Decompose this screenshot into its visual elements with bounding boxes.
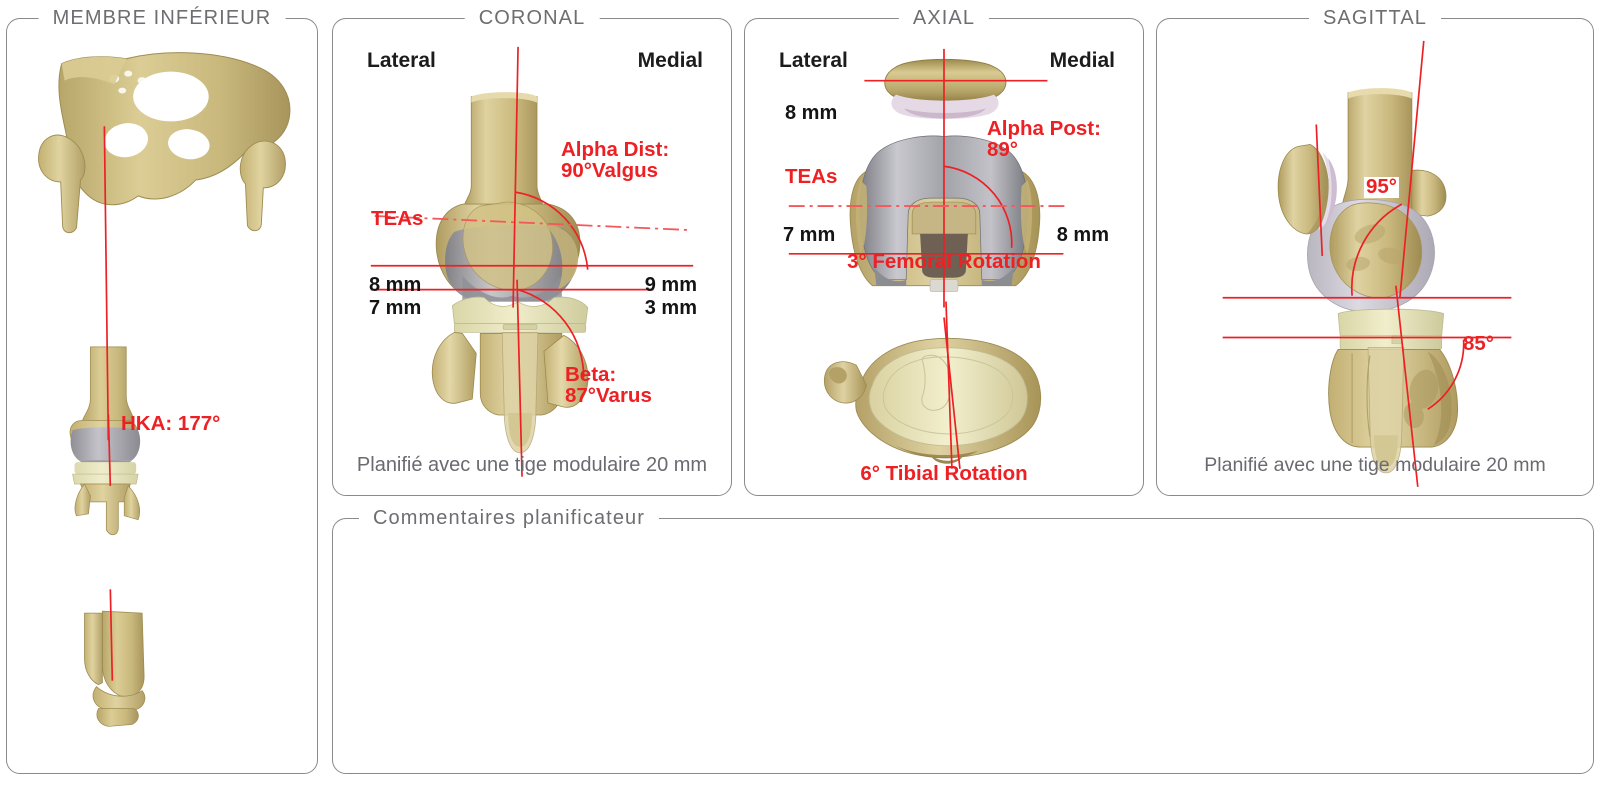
axial-alpha-post-line2: 89° [987,137,1019,161]
sagittal-caption: Planifié avec une tige modulaire 20 mm [1204,454,1546,476]
panel-sagittal-title: SAGITTAL [1308,7,1442,30]
coronal-alpha-arc [514,191,589,270]
panel-lower-limb-title: MEMBRE INFÉRIEUR [38,7,286,30]
axial-femoral-rotation-annotation: 3° Femoral Rotation [847,250,1041,273]
coronal-medial-label: Medial [637,49,703,72]
ankle-bone [84,610,146,727]
panel-axial: AXIAL Lateral Medial [744,7,1144,496]
coronal-mechanical-axis-tibia [516,279,523,477]
coronal-tibia-medial-resection: 3 mm [644,297,697,319]
coronal-alpha-dist-annotation: Alpha Dist: 90°Valgus [561,138,670,182]
mechanical-axis-lower [109,589,114,681]
knee-implant-limb [69,346,141,536]
panel-lower-limb: MEMBRE INFÉRIEUR [6,7,318,774]
panel-planner-comments[interactable]: Commentaires planificateur [332,507,1594,774]
axial-tibial-axis-a [945,301,953,469]
coronal-lateral-label: Lateral [367,49,436,72]
coronal-teas-label: TEAs [371,207,424,230]
coronal-alpha-dist-line2: 90°Valgus [561,158,659,182]
axial-posterior-lateral-resection: 7 mm [783,224,836,246]
axial-medial-label: Medial [1049,49,1115,72]
coronal-tibia-lateral-resection: 7 mm [369,297,422,319]
panel-axial-title: AXIAL [898,7,990,30]
mechanical-axis-upper [103,126,110,441]
coronal-femur-medial-resection: 9 mm [644,274,697,296]
mechanical-axis-knee [107,414,112,486]
axial-alpha-post-arc [943,165,1013,248]
axial-lateral-label: Lateral [779,49,848,72]
coronal-femur-lateral-resection: 8 mm [369,274,422,296]
axial-teas-label: TEAs [785,165,838,188]
coronal-beta-line1: Beta: [565,363,617,386]
panel-sagittal: SAGITTAL [1156,7,1594,496]
sagittal-patellar-axis [1315,124,1324,256]
pelvis-bone [38,52,291,234]
coronal-mechanical-axis-femur [512,46,519,308]
axial-tibial-axis-b [943,317,961,469]
coronal-caption: Planifié avec une tige modulaire 20 mm [356,454,708,476]
hka-annotation: HKA: 177° [121,412,221,435]
sagittal-femoral-flexion-annotation: 95° [1364,175,1400,198]
panel-planner-comments-title: Commentaires planificateur [359,507,660,530]
sagittal-flexion-arc [1350,203,1403,296]
axial-alpha-post-line1: Alpha Post: [987,117,1101,140]
sagittal-knee-illustration [1222,40,1512,487]
lower-limb-illustration [38,52,291,727]
coronal-beta-line2: 87°Varus [565,383,652,407]
sagittal-slope-arc [1427,339,1465,410]
panel-coronal-title: CORONAL [464,7,600,30]
axial-patella-resection: 8 mm [785,102,838,124]
axial-tibial-rotation-annotation: 6° Tibial Rotation [860,462,1028,485]
axial-alpha-post-annotation: Alpha Post: 89° [987,117,1101,161]
coronal-beta-annotation: Beta: 87°Varus [565,363,652,407]
coronal-alpha-dist-line1: Alpha Dist: [561,138,670,161]
planner-comments-body[interactable] [355,537,1571,755]
sagittal-femoral-axis [1399,40,1425,298]
panel-coronal: CORONAL Lateral Medial [332,7,732,496]
axial-posterior-medial-resection: 8 mm [1056,224,1109,246]
sagittal-tibial-slope-annotation: 85° [1463,332,1495,355]
coronal-knee-illustration [370,46,694,477]
